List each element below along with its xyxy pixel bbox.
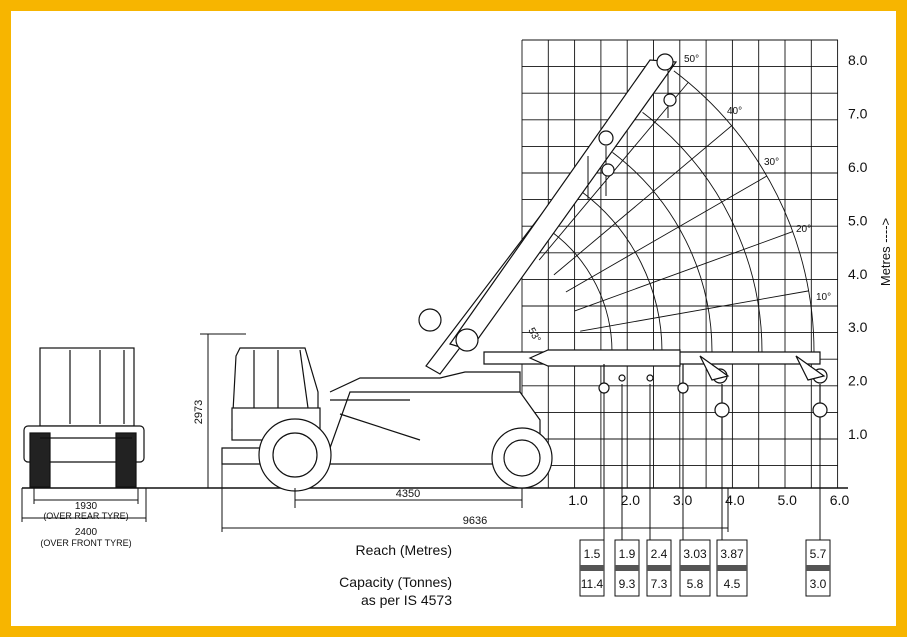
radius-arc [612,151,713,353]
y-tick-label: 4.0 [848,266,868,282]
x-tick-label: 3.0 [673,492,693,508]
front-track-value: 2400 [75,527,98,538]
capacity-value: 11.4 [581,577,604,591]
radius-arc [552,231,613,353]
radius-arc [582,191,663,353]
reach-value: 1.5 [584,547,601,561]
angle-label: 50° [684,54,699,65]
y-tick-label: 6.0 [848,159,868,175]
dimension-lines [21,333,821,540]
angle-label: 30° [764,157,779,168]
capacity-cell: 1.5 11.4 [579,539,605,597]
capacity-label-line2: as per IS 4573 [361,592,452,608]
angle-ray [574,231,793,312]
reach-value: 3.03 [683,547,707,561]
capacity-cell: 2.4 7.3 [646,539,672,597]
rear-track-note: (OVER REAR TYRE) [43,511,128,521]
capacity-cell-divider [580,565,604,571]
radius-arc [642,112,763,353]
angle-label: 53° [525,326,542,345]
x-tick-label: 5.0 [777,492,797,508]
radius-arc [673,70,815,353]
x-tick-label: 2.0 [621,492,641,508]
reach-capacity-table: 1.5 11.4 1.9 9.3 2.4 7.3 3.03 5.8 3.87 4.5 5.7 3.0 [579,539,831,597]
capacity-cell-divider [680,565,710,571]
reach-label: Reach (Metres) [356,542,452,558]
angle-ray [580,290,809,332]
reach-value: 5.7 [810,547,827,561]
capacity-value: 5.8 [687,577,704,591]
height-value: 2973 [193,400,205,424]
capacity-cell-divider [615,565,639,571]
front-track-note: (OVER FRONT TYRE) [40,538,131,548]
y-axis-label: Metres ----> [878,218,893,286]
wheelbase-value: 4350 [396,488,420,500]
capacity-cell-divider [647,565,671,571]
reach-value: 1.9 [619,547,636,561]
y-tick-label: 2.0 [848,373,868,389]
reach-value: 2.4 [651,547,668,561]
x-tick-label: 1.0 [568,492,588,508]
capacity-label-line1: Capacity (Tonnes) [339,574,452,590]
capacity-cell: 3.03 5.8 [679,539,711,597]
overall-length-value: 9636 [463,515,487,527]
angle-label: 20° [796,224,811,235]
y-axis-ticks: 1.0 2.0 3.0 4.0 5.0 6.0 7.0 8.0 [848,52,868,442]
capacity-cell-divider [806,565,830,571]
side-view-crane [221,53,828,492]
x-axis-ticks: 1.0 2.0 3.0 4.0 5.0 6.0 [568,492,849,508]
y-tick-label: 8.0 [848,52,868,68]
y-tick-label: 1.0 [848,426,868,442]
y-tick-label: 7.0 [848,106,868,122]
x-tick-label: 6.0 [830,492,850,508]
x-tick-label: 4.0 [725,492,745,508]
capacity-value: 7.3 [651,577,668,591]
boom-angle-arcs [538,70,815,353]
angle-ray [553,125,732,276]
capacity-value: 3.0 [810,577,827,591]
capacity-cell-divider [717,565,747,571]
capacity-cell: 5.7 3.0 [805,539,831,597]
rear-track-value: 1930 [75,501,98,512]
capacity-cell: 3.87 4.5 [716,539,748,597]
rear-view-crane [23,347,145,488]
angle-label: 40° [727,106,742,117]
y-tick-label: 5.0 [848,212,868,228]
reach-value: 3.87 [720,547,744,561]
capacity-cell: 1.9 9.3 [614,539,640,597]
capacity-value: 9.3 [619,577,636,591]
capacity-value: 4.5 [724,577,741,591]
y-tick-label: 3.0 [848,319,868,335]
load-chart-grid [521,39,839,488]
angle-label: 10° [816,292,831,303]
angle-ray [565,175,768,293]
